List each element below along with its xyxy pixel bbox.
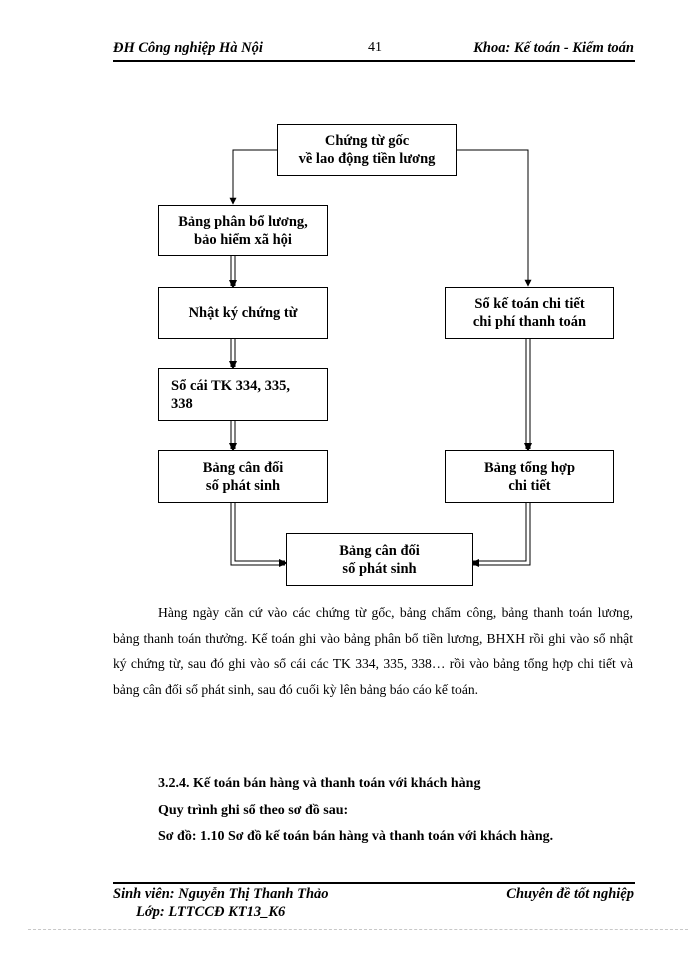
- box-trial-balance-final: Bảng cân đối số phát sinh: [286, 533, 473, 586]
- box-general-ledger-label: Sổ cái TK 334, 335, 338: [171, 377, 290, 412]
- box-source-documents: Chứng từ gốc về lao động tiền lương: [277, 124, 457, 176]
- box-salary-allocation-label: Bảng phân bổ lương, bảo hiểm xã hội: [178, 213, 308, 248]
- box-journal-voucher-label: Nhật ký chứng từ: [188, 305, 298, 321]
- page-number: 41: [368, 40, 382, 55]
- header-school: ĐH Công nghiệp Hà Nội: [113, 40, 263, 56]
- section-line-1: Quy trình ghi sổ theo sơ đồ sau:: [158, 803, 349, 818]
- box-source-documents-label: Chứng từ gốc về lao động tiền lương: [298, 133, 436, 167]
- box-trial-balance-left: Bảng cân đối số phát sinh: [158, 450, 328, 503]
- box-salary-allocation: Bảng phân bổ lương, bảo hiểm xã hội: [158, 205, 328, 256]
- footer-class: Lớp: LTTCCĐ KT13_K6: [136, 904, 286, 920]
- page-edge: [28, 929, 688, 931]
- footer-rule: [113, 882, 635, 884]
- box-trial-balance-left-label: Bảng cân đối số phát sinh: [202, 459, 284, 494]
- box-general-ledger: Sổ cái TK 334, 335, 338: [158, 368, 328, 421]
- box-detail-ledger: Sổ kế toán chi tiết chi phí thanh toán: [445, 287, 614, 339]
- header-faculty: Khoa: Kế toán - Kiểm toán: [473, 40, 634, 56]
- footer-right: Chuyên đề tốt nghiệp: [506, 886, 634, 902]
- body-paragraph: Hàng ngày căn cứ vào các chứng từ gốc, b…: [113, 600, 633, 702]
- flow-connectors: [229, 149, 532, 567]
- box-detail-summary: Bảng tổng hợp chi tiết: [445, 450, 614, 503]
- section-line-2: Sơ đồ: 1.10 Sơ đồ kế toán bán hàng và th…: [158, 829, 554, 844]
- box-journal-voucher: Nhật ký chứng từ: [158, 287, 328, 339]
- header-rule: [113, 60, 635, 62]
- section-heading: 3.2.4. Kế toán bán hàng và thanh toán vớ…: [158, 776, 481, 791]
- box-detail-summary-label: Bảng tổng hợp chi tiết: [483, 459, 576, 494]
- footer-student: Sinh viên: Nguyễn Thị Thanh Thảo: [113, 886, 329, 902]
- box-trial-balance-final-label: Bảng cân đối số phát sinh: [339, 542, 420, 577]
- box-detail-ledger-label: Sổ kế toán chi tiết chi phí thanh toán: [472, 296, 587, 330]
- body-paragraph-text: Hàng ngày căn cứ vào các chứng từ gốc, b…: [113, 605, 633, 697]
